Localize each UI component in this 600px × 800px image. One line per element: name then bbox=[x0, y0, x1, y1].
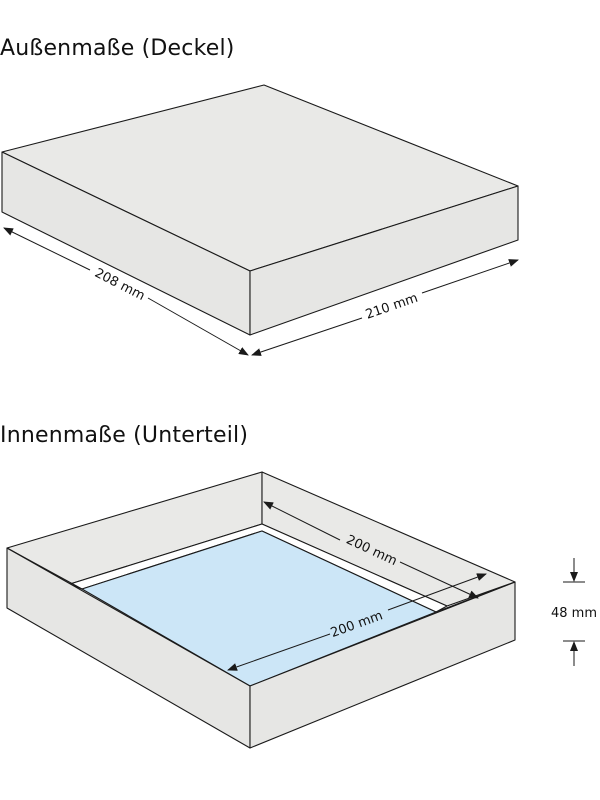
lid-right-face bbox=[249, 185, 519, 336]
base-diagram: 200 mm 200 mm 48 mm bbox=[6, 471, 597, 749]
lid-diagram: 208 mm 210 mm bbox=[1, 84, 519, 356]
base-height-label: 48 mm bbox=[551, 606, 597, 621]
base-depth-dimension-line-b bbox=[399, 561, 479, 599]
base-section-title: Innenmaße (Unterteil) bbox=[0, 423, 249, 448]
base-depth-dimension-line-a bbox=[263, 501, 341, 541]
base-width-dimension-line-b bbox=[387, 573, 487, 611]
lid-width-label: 210 mm bbox=[364, 291, 420, 323]
lid-depth-dimension-line-a bbox=[3, 227, 91, 271]
base-width-dimension-line-a bbox=[227, 633, 331, 671]
lid-section-title: Außenmaße (Deckel) bbox=[0, 36, 235, 61]
lid-depth-dimension-line-b bbox=[147, 297, 249, 356]
base-rim-left bbox=[6, 547, 83, 590]
lid-width-dimension-line-a bbox=[251, 317, 363, 356]
lid-width-dimension-line-b bbox=[421, 259, 519, 294]
base-outer-right-wall bbox=[249, 581, 516, 749]
